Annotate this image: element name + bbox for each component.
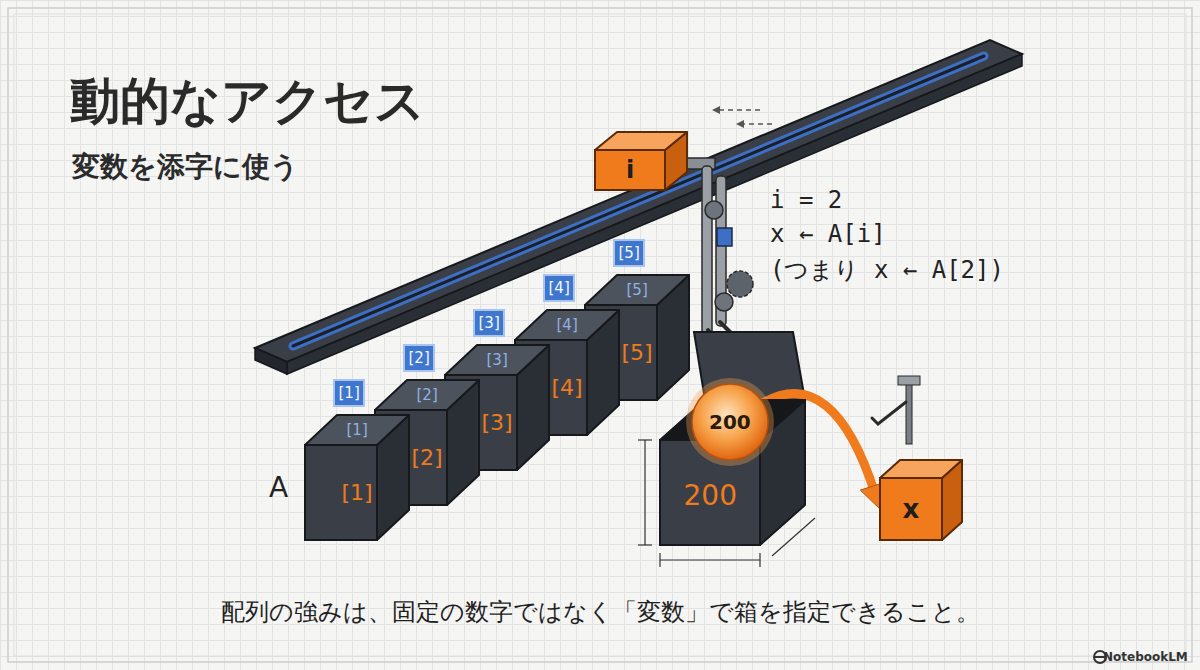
gripper-mount [898,376,920,385]
tag-shape [404,345,434,371]
cube-front [595,150,665,190]
cube-top [595,132,687,150]
cube-top [375,380,479,410]
target-variable-label: x [903,494,920,524]
cube-top [445,345,549,375]
dimension-tick [759,553,760,567]
ball-glow [686,378,774,466]
cell-front-index: [3] [482,410,513,435]
cube-front [445,375,517,470]
index-slider: i [595,132,687,190]
index-slider-shape [595,132,687,190]
cell-top-index: [1] [347,421,368,439]
tag-shape [544,275,574,301]
cell-front-index: [5] [622,340,653,365]
tag-shape [614,240,644,266]
array-cell: [1] [1] [305,415,409,540]
rail-end [255,348,287,374]
gripper-claw [872,402,906,424]
cube-top [305,415,409,445]
index-tag-label: [5] [619,244,640,262]
cube-top [515,310,619,340]
index-tag-label: [3] [479,314,500,332]
cell-front-index: [2] [412,445,443,470]
arm-block [717,228,732,246]
index-tag-label: [2] [409,349,430,367]
code-line: x ← A[i] [770,220,886,248]
motion-hint-head [712,106,720,114]
dimension-line [660,559,760,560]
arm-gear [705,201,723,219]
index-tag: [5] [613,239,645,267]
code-line: (つまり x ← A[2]) [770,254,1004,286]
dimension-tick [659,553,660,567]
ball-body [692,384,768,460]
watermark: NotebookLM [1103,650,1188,664]
arm-gear [727,271,753,297]
cell-top-index: [2] [417,386,438,404]
slide-frame [8,8,1192,662]
cell-top-index: [5] [627,281,648,299]
index-tag: [1] [333,379,365,407]
slide-subtitle: 変数を添字に使う [72,148,299,186]
dimension-line [644,440,645,545]
cell-front-index: [1] [342,480,373,505]
gripper-rod [906,382,912,444]
index-tag: [3] [473,309,505,337]
selected-cell: 200 200 [660,400,805,545]
cell-front-index: [4] [552,375,583,400]
cell-value: 200 [684,479,737,512]
index-variable: i [626,156,634,184]
dimension-tick [638,544,652,545]
value-ball: 200 [685,377,775,467]
cube-top [585,275,689,305]
motion-hint [740,123,772,125]
tag-shape [334,380,364,406]
cube-front [880,478,942,540]
tag-shape [474,310,504,336]
target-variable-shape [880,460,962,540]
target-variable: x [880,460,962,540]
index-tag-label: [4] [549,279,570,297]
cube-front [375,410,447,505]
arm-plate [702,166,712,336]
slide-title: 動的なアクセス [70,68,425,135]
index-tag: [2] [403,344,435,372]
cube-front [585,305,657,400]
cell-top-index: [3] [487,351,508,369]
ball-value: 200 [709,410,751,434]
arm-gear [715,293,733,311]
index-tag-label: [1] [339,384,360,402]
array-name: A [269,471,288,504]
slide-caption: 配列の強みは、固定の数字ではなく「変数」で箱を指定できること。 [221,596,980,628]
motion-hint [716,109,760,111]
motion-hint-head [736,120,744,128]
slide-frame-inner [14,14,1186,656]
code-line: i = 2 [770,186,842,214]
cube-top [880,460,962,478]
cube-front [305,445,377,540]
cube-front [515,340,587,435]
dimension-tick [638,439,652,440]
cell-top-index: [4] [557,316,578,334]
index-tag: [4] [543,274,575,302]
